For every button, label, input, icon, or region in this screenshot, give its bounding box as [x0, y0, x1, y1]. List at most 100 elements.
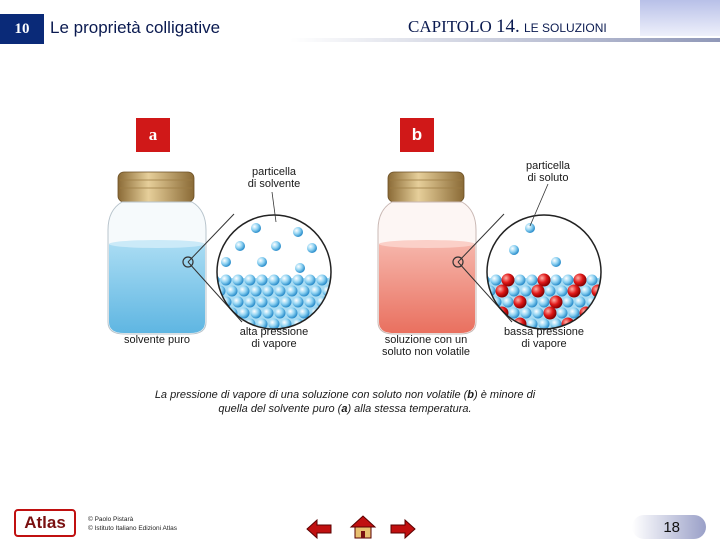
solvent-liquid-particle [311, 286, 322, 297]
solvent-liquid-particle [575, 297, 586, 308]
solvent-liquid-particle [293, 297, 304, 308]
solvent-liquid-particle [209, 297, 220, 308]
solute-particle [532, 285, 545, 298]
jar-a [108, 172, 206, 334]
solvent-liquid-particle [539, 297, 550, 308]
solvent-liquid-particle [275, 308, 286, 319]
solvent-liquid-particle [305, 297, 316, 308]
copyright-author: © Paolo Pistarà [88, 515, 177, 524]
solvent-liquid-particle [233, 297, 244, 308]
solvent-liquid-particle [239, 308, 250, 319]
solvent-liquid-particle [263, 308, 274, 319]
next-button[interactable] [388, 516, 418, 542]
solvent-vapor-particle [251, 223, 261, 233]
solvent-liquid-particle [581, 286, 592, 297]
solvent-vapor-particle [295, 263, 305, 273]
solvent-liquid-particle [557, 308, 568, 319]
solvent-liquid-particle [299, 308, 310, 319]
low-vapor-pressure-line2: di vapore [494, 338, 594, 350]
previous-button[interactable] [304, 516, 334, 542]
solvent-liquid-particle [503, 297, 514, 308]
high-vapor-pressure-label: alta pressione di vapore [226, 326, 322, 350]
solvent-liquid-particle [527, 275, 538, 286]
solvent-liquid-particle [287, 286, 298, 297]
copyright-publisher: © Istituto Italiano Edizioni Atlas [88, 524, 177, 533]
solute-particle [550, 296, 563, 309]
solvent-vapor-particle [257, 257, 267, 267]
solvent-liquid-particle [251, 308, 262, 319]
solvent-liquid-particle [257, 275, 268, 286]
solvent-liquid-particle [275, 286, 286, 297]
solvent-liquid-particle [545, 286, 556, 297]
solvent-liquid-particle [251, 286, 262, 297]
solvent-liquid-particle [485, 308, 496, 319]
solvent-vapor-particle [235, 241, 245, 251]
figure-caption: La pressione di vapore di una soluzione … [150, 388, 540, 416]
solvent-particle-label-line1: particella [236, 166, 312, 178]
solvent-liquid-particle [245, 297, 256, 308]
solvent-liquid-particle [569, 308, 580, 319]
page-number: 18 [632, 515, 706, 539]
solvent-liquid-particle [509, 308, 520, 319]
solute-particle [580, 307, 593, 320]
solvent-liquid-particle [245, 275, 256, 286]
solvent-vapor-particle [509, 245, 519, 255]
solvent-liquid-particle [527, 297, 538, 308]
solvent-liquid-particle [587, 275, 598, 286]
solvent-liquid-particle [215, 308, 226, 319]
zoom-circle-b [479, 215, 611, 338]
solvent-liquid-particle [263, 286, 274, 297]
arrow-right-icon [389, 518, 417, 540]
zoom-circle-a [209, 215, 341, 338]
solvent-liquid-particle [557, 286, 568, 297]
solvent-liquid-particle [311, 308, 322, 319]
solvent-liquid-particle [479, 297, 490, 308]
solvent-liquid-particle [281, 297, 292, 308]
solution-label-line2: soluto non volatile [370, 346, 482, 358]
solvent-liquid-particle [239, 286, 250, 297]
solvent-liquid-particle [551, 275, 562, 286]
solvent-liquid-particle [521, 308, 532, 319]
high-vapor-pressure-line1: alta pressione [226, 326, 322, 338]
solvent-particle-label: particella di solvente [236, 166, 312, 190]
solvent-liquid-particle [599, 319, 610, 330]
solvent-liquid-particle [563, 297, 574, 308]
solvent-vapor-particle [307, 243, 317, 253]
solvent-liquid-particle [299, 286, 310, 297]
solvent-liquid-particle [227, 308, 238, 319]
solvent-liquid-particle [521, 286, 532, 297]
solvent-vapor-particle [221, 257, 231, 267]
solvent-liquid-particle [599, 297, 610, 308]
solute-particle [544, 307, 557, 320]
caption-part-3: ) alla stessa temperatura. [347, 403, 471, 415]
solute-particle [502, 274, 515, 287]
solvent-liquid-particle [323, 308, 334, 319]
solute-particle [496, 285, 509, 298]
solute-particle [538, 274, 551, 287]
solvent-liquid-particle [209, 319, 220, 330]
solute-particle [514, 296, 527, 309]
solvent-liquid-particle [293, 275, 304, 286]
solvent-liquid-particle [269, 275, 280, 286]
solvent-liquid-particle [479, 319, 490, 330]
solvent-liquid-particle [329, 319, 340, 330]
solvent-vapor-particle [271, 241, 281, 251]
solute-particle [496, 307, 509, 320]
atlas-logo: Atlas [14, 509, 76, 537]
copyright-notice: © Paolo Pistarà © Istituto Italiano Ediz… [88, 515, 177, 533]
solvent-liquid-particle [227, 286, 238, 297]
home-button[interactable] [348, 514, 378, 540]
solvent-liquid-particle [563, 275, 574, 286]
low-vapor-pressure-label: bassa pressione di vapore [494, 326, 594, 350]
solvent-liquid-particle [593, 308, 604, 319]
pure-solvent-label: solvente puro [112, 334, 202, 346]
solute-particle-label: particella di soluto [512, 160, 584, 184]
solute-particle [574, 274, 587, 287]
solvent-liquid-particle [269, 297, 280, 308]
solute-particle-label-line1: particella [512, 160, 584, 172]
caption-part-1: La pressione di vapore di una soluzione … [155, 389, 467, 401]
solvent-liquid-particle [329, 297, 340, 308]
solvent-liquid-particle [491, 275, 502, 286]
solvent-liquid-particle [305, 275, 316, 286]
solvent-liquid-particle [533, 308, 544, 319]
